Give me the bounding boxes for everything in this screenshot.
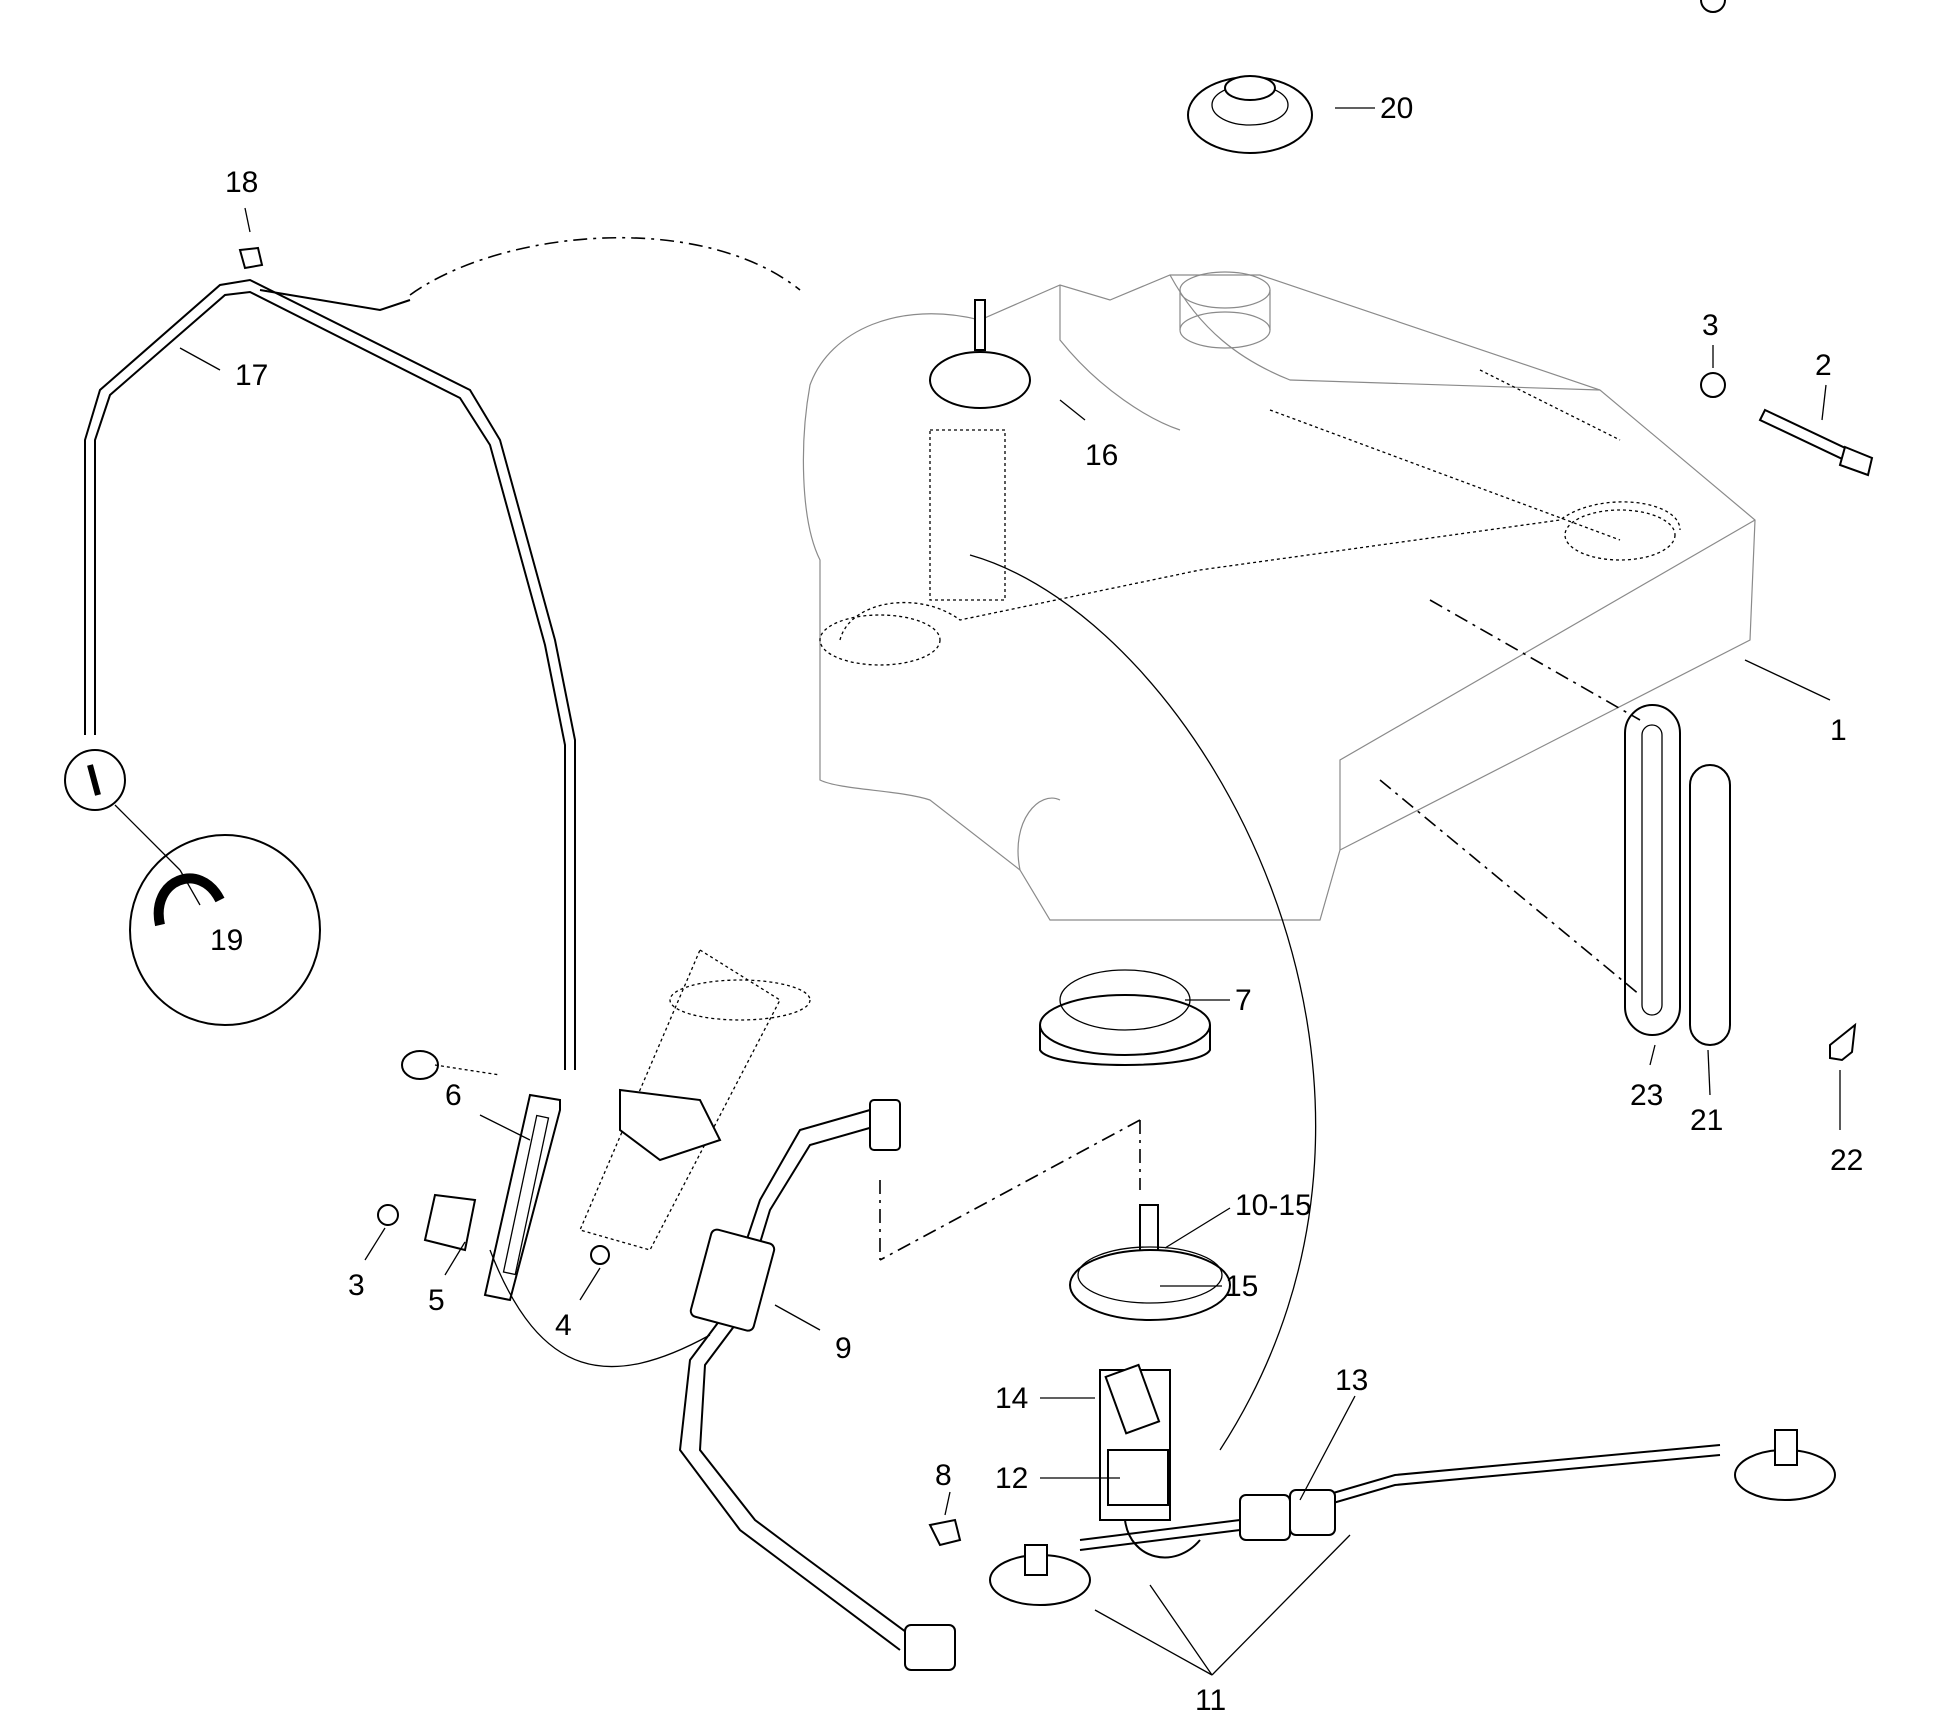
callout-5: 5 bbox=[428, 1284, 445, 1317]
callout-8: 8 bbox=[935, 1459, 952, 1492]
detail-view bbox=[64, 749, 321, 1026]
callout-11: 11 bbox=[1195, 1684, 1226, 1717]
fuel-tank bbox=[802, 271, 1756, 921]
callout-7: 7 bbox=[1235, 984, 1252, 1017]
fuel-pump-assembly bbox=[989, 1204, 1836, 1606]
callout-17: 17 bbox=[235, 359, 268, 392]
leader-lines bbox=[179, 107, 1841, 1676]
callout-20: 20 bbox=[1380, 92, 1413, 125]
bolt-small bbox=[590, 1245, 610, 1265]
nut-lower bbox=[377, 1204, 399, 1226]
callout-2: 2 bbox=[1815, 349, 1832, 382]
callout-22: 22 bbox=[1830, 1144, 1863, 1177]
strap-clip bbox=[1829, 1022, 1857, 1062]
bolt bbox=[1758, 408, 1874, 477]
callout-13: 13 bbox=[1335, 1364, 1368, 1397]
return-line bbox=[969, 554, 1317, 1451]
wire-lead bbox=[489, 1249, 711, 1368]
callout-10-15: 10-15 bbox=[1235, 1189, 1312, 1222]
callout-19: 19 bbox=[210, 924, 243, 957]
nut-upper bbox=[1700, 0, 1726, 398]
strap-pad bbox=[1689, 764, 1731, 1046]
filter-ghost bbox=[579, 949, 811, 1251]
line-clip bbox=[238, 246, 264, 270]
hose-clip bbox=[928, 1518, 962, 1547]
callout-3-lower: 3 bbox=[348, 1269, 365, 1302]
callout-6: 6 bbox=[445, 1079, 462, 1112]
callout-1: 1 bbox=[1830, 714, 1847, 747]
callout-14: 14 bbox=[995, 1382, 1028, 1415]
callout-18: 18 bbox=[225, 166, 258, 199]
fuel-filter-hose bbox=[678, 1099, 956, 1671]
assembly-line-2 bbox=[879, 1119, 1141, 1261]
tank-cap bbox=[1187, 75, 1313, 154]
callout-4: 4 bbox=[555, 1309, 572, 1342]
mount-bracket bbox=[401, 1050, 561, 1302]
fuel-line bbox=[84, 237, 801, 1070]
assembly-line bbox=[1379, 599, 1641, 996]
clamp bbox=[423, 1193, 477, 1252]
callout-23: 23 bbox=[1630, 1079, 1663, 1112]
in-tank-pump-ghost bbox=[929, 299, 1031, 601]
callout-9: 9 bbox=[835, 1332, 852, 1365]
callout-21: 21 bbox=[1690, 1104, 1723, 1137]
callout-15: 15 bbox=[1225, 1270, 1258, 1303]
callout-16: 16 bbox=[1085, 439, 1118, 472]
tank-strap bbox=[1624, 704, 1681, 1036]
lock-ring bbox=[1039, 969, 1211, 1066]
callout-3-upper: 3 bbox=[1702, 309, 1719, 342]
callout-12: 12 bbox=[995, 1462, 1028, 1495]
